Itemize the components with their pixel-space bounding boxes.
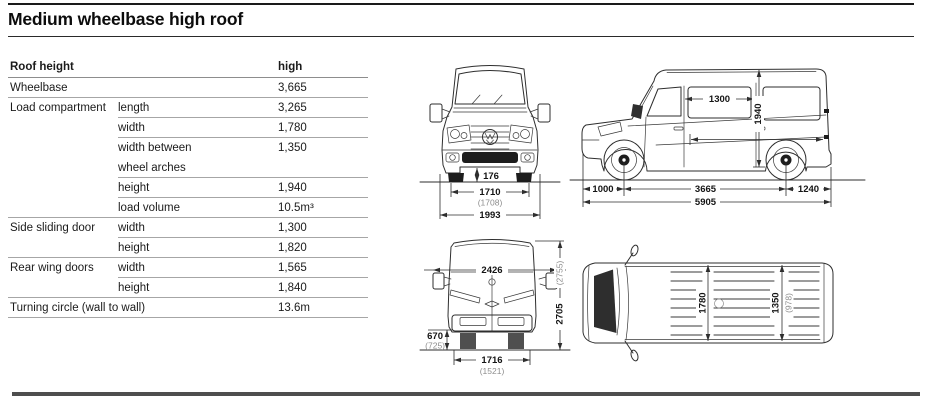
row-group-label: Load compartment xyxy=(10,102,106,114)
front-dimensions: 176 1710 (1708) 1993 xyxy=(439,168,541,221)
page-title: Medium wheelbase high roof xyxy=(8,9,243,29)
dim-label-loading-height-alt: (725) xyxy=(425,341,445,351)
dim-label-overall-height: 2705 xyxy=(555,303,566,325)
dim-label-rear-track: 1716 xyxy=(481,355,502,366)
tail-lamps xyxy=(449,289,535,304)
table-row: Load compartment length 3,265 xyxy=(8,98,368,118)
row-sub-label: height xyxy=(118,282,150,294)
dim-label-width-between-arches: 1350 xyxy=(771,292,782,313)
dim-label-load-width: 1780 xyxy=(698,292,709,313)
rear-view-diagram: 2426 2705 (2755) 670 (725) 1716 (1521) xyxy=(419,239,571,376)
rear-wheels xyxy=(460,333,476,349)
title-rule xyxy=(8,36,914,37)
dim-label-loading-height: 670 xyxy=(427,331,443,342)
row-sub-label: height xyxy=(118,182,150,194)
side-view-diagram: 1300 1940 1000 3665 1240 5905 xyxy=(569,68,866,208)
front-view-diagram: 176 1710 (1708) 1993 xyxy=(419,65,561,221)
dim-label-track-width: 1710 xyxy=(479,187,500,198)
row-value: 3,265 xyxy=(278,102,307,114)
row-label: Turning circle (wall to wall) xyxy=(10,302,146,314)
front-wheels xyxy=(448,173,532,182)
van-side-outline xyxy=(581,68,832,181)
roof-vent xyxy=(714,298,724,309)
table-row: Turning circle (wall to wall) 13.6m xyxy=(8,298,368,318)
table-row: load volume 10.5m³ xyxy=(8,198,368,218)
dim-label-overall-height-alt: (2755) xyxy=(555,261,565,286)
dim-label-ground-clearance: 176 xyxy=(483,171,499,182)
row-group-label: Side sliding door xyxy=(10,222,96,234)
row-sub-label: length xyxy=(118,102,150,114)
table-row: width 1,780 xyxy=(8,118,368,138)
row-sub-label: width xyxy=(118,262,145,274)
row-value: 1,300 xyxy=(278,222,307,234)
front-wheel xyxy=(603,139,645,181)
table-row: height 1,820 xyxy=(8,238,368,258)
bottom-mirror xyxy=(630,349,639,362)
dim-label-wheelbase: 3665 xyxy=(695,184,717,195)
dim-label-rear-overhang: 1240 xyxy=(798,184,819,195)
header-roof-height: Roof height xyxy=(10,61,74,73)
side-dimensions: 1300 1940 1000 3665 1240 5905 xyxy=(582,70,832,208)
bottom-rule xyxy=(12,392,920,396)
row-sub-label: height xyxy=(118,242,150,254)
header-variant: high xyxy=(278,61,303,73)
row-value: 1,820 xyxy=(278,242,307,254)
table-row: Wheelbase 3,665 xyxy=(8,78,368,98)
dim-label-width-incl-mirrors: 2426 xyxy=(481,265,502,276)
row-value: 1,350 xyxy=(278,142,307,154)
vw-badge-icon xyxy=(484,300,500,308)
top-mirror xyxy=(630,244,639,257)
van-front-outline xyxy=(429,65,551,182)
dim-label-sliding-door-width: 1300 xyxy=(709,94,730,105)
top-view-diagram: 1780 1350 (978) xyxy=(582,244,834,362)
roof-ribs xyxy=(670,271,820,336)
top-rule xyxy=(8,3,914,5)
table-header-row: Roof height high xyxy=(8,56,368,78)
row-sub-label: load volume xyxy=(118,202,181,214)
windshield xyxy=(594,269,617,333)
side-mirror xyxy=(631,104,643,119)
table-row: Side sliding door width 1,300 xyxy=(8,218,368,238)
row-value: 10.5m³ xyxy=(278,202,314,214)
dim-label-width-between-arches-alt: (978) xyxy=(784,293,794,313)
van-rear-outline xyxy=(432,239,558,349)
van-top-outline xyxy=(582,244,834,362)
dim-label-front-overhang: 1000 xyxy=(592,184,613,195)
row-value: 1,780 xyxy=(278,122,307,134)
row-value: 1,940 xyxy=(278,182,307,194)
row-value: 1,840 xyxy=(278,282,307,294)
dim-label-load-height: 1940 xyxy=(753,103,764,124)
dim-label-rear-track-alt: (1521) xyxy=(480,366,505,376)
row-sub-label: width xyxy=(118,222,145,234)
table-row: height 1,840 xyxy=(8,278,368,298)
vw-logo-icon xyxy=(482,129,498,145)
top-dimensions: 1780 1350 (978) xyxy=(696,265,794,341)
row-value: 3,665 xyxy=(278,82,307,94)
row-label: Wheelbase xyxy=(10,82,68,94)
dim-label-overall-length: 5905 xyxy=(695,197,717,208)
dimensions-table: Roof height high Wheelbase 3,665 Load co… xyxy=(8,56,368,318)
row-value: 1,565 xyxy=(278,262,307,274)
row-sub-label: width xyxy=(118,122,145,134)
row-group-label: Rear wing doors xyxy=(10,262,94,274)
row-value: 13.6m xyxy=(278,302,310,314)
dim-label-overall-width: 1993 xyxy=(479,210,500,221)
table-row: Rear wing doors width 1,565 xyxy=(8,258,368,278)
rear-dimensions: 2426 2705 (2755) 670 (725) 1716 (1521) xyxy=(424,240,566,376)
dim-label-track-width-alt: (1708) xyxy=(478,198,503,208)
table-row: height 1,940 xyxy=(8,178,368,198)
